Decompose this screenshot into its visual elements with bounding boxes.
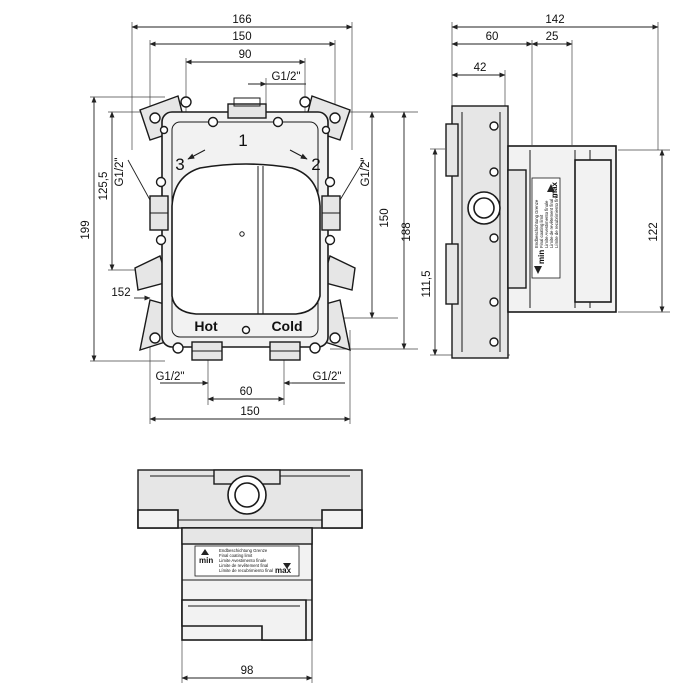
dim-depth-60: 60 bbox=[486, 31, 499, 43]
dim-depth-42: 42 bbox=[474, 62, 487, 74]
dim-width-98: 98 bbox=[241, 665, 254, 677]
dim-bottom-spacing: 60 bbox=[240, 386, 253, 398]
dim-width-inner: 150 bbox=[232, 31, 251, 43]
dim-height-far-right: 188 bbox=[401, 222, 413, 241]
bottom-ports bbox=[191, 341, 301, 361]
side-dimension-lines bbox=[432, 24, 665, 356]
side-view: min max Endbeschichtung Grenze Final coa… bbox=[421, 14, 670, 359]
svg-text:Final coating limit: Final coating limit bbox=[219, 553, 253, 558]
bottom-view: min max Endbeschichtung Grenze Final coa… bbox=[137, 469, 363, 683]
svg-text:Límite de recubrimiento final: Límite de recubrimiento final bbox=[554, 194, 559, 248]
hot-label: Hot bbox=[194, 318, 218, 334]
svg-text:max: max bbox=[275, 566, 292, 575]
dim-bottom-width: 150 bbox=[240, 406, 259, 418]
bottom-coating-label: min max Endbeschichtung Grenze Final coa… bbox=[194, 545, 300, 577]
side-ports bbox=[149, 195, 341, 231]
dim-height-right: 150 bbox=[379, 208, 391, 227]
svg-text:Limite Avestimento finale: Limite Avestimento finale bbox=[219, 558, 267, 563]
dim-height-122: 122 bbox=[648, 222, 660, 241]
side-screws bbox=[489, 121, 499, 347]
svg-text:Final coating limit: Final coating limit bbox=[539, 214, 544, 248]
port-2-label: 2 bbox=[311, 155, 320, 174]
svg-text:min: min bbox=[199, 556, 213, 565]
dim-height-111: 111,5 bbox=[421, 270, 433, 297]
svg-text:Limite de revêtement final: Limite de revêtement final bbox=[219, 563, 268, 568]
dim-width-outer: 166 bbox=[232, 14, 251, 26]
dim-width-ports: 90 bbox=[239, 49, 252, 61]
svg-text:Límite de recubrimiento final: Límite de recubrimiento final bbox=[219, 568, 273, 573]
dim-depth-25: 25 bbox=[546, 31, 559, 43]
dim-height-left: 125,5 bbox=[98, 172, 110, 201]
dim-side-depth: 152 bbox=[111, 287, 130, 299]
svg-text:Limite Avestimento finale: Limite Avestimento finale bbox=[544, 200, 549, 248]
svg-text:Limite de revêtement final: Limite de revêtement final bbox=[549, 199, 554, 248]
dim-total-depth: 142 bbox=[545, 14, 564, 26]
front-view: 1 2 3 Hot Cold 166 150 90 G1/2" 199 125,… bbox=[80, 14, 418, 424]
port-3-label: 3 bbox=[175, 155, 184, 174]
cold-label: Cold bbox=[271, 318, 302, 334]
svg-text:min: min bbox=[537, 250, 546, 264]
top-port bbox=[227, 97, 267, 119]
svg-text:Endbeschichtung Grenze: Endbeschichtung Grenze bbox=[534, 199, 539, 248]
svg-text:Endbeschichtung Grenze: Endbeschichtung Grenze bbox=[219, 548, 268, 553]
dim-right-port: G1/2" bbox=[360, 157, 372, 186]
cartridge-cover bbox=[171, 163, 321, 315]
dim-bottom-port-left: G1/2" bbox=[155, 371, 184, 383]
port-1-label: 1 bbox=[238, 131, 247, 150]
svg-text:max: max bbox=[550, 181, 559, 198]
screws bbox=[155, 96, 336, 354]
dim-top-port: G1/2" bbox=[271, 71, 300, 83]
dim-height-total: 199 bbox=[80, 220, 92, 239]
side-coating-label: min max Endbeschichtung Grenze Final coa… bbox=[531, 177, 561, 279]
dim-bottom-port-right: G1/2" bbox=[312, 371, 341, 383]
front-dimension-lines bbox=[91, 24, 407, 422]
dim-left-port: G1/2" bbox=[114, 157, 126, 186]
